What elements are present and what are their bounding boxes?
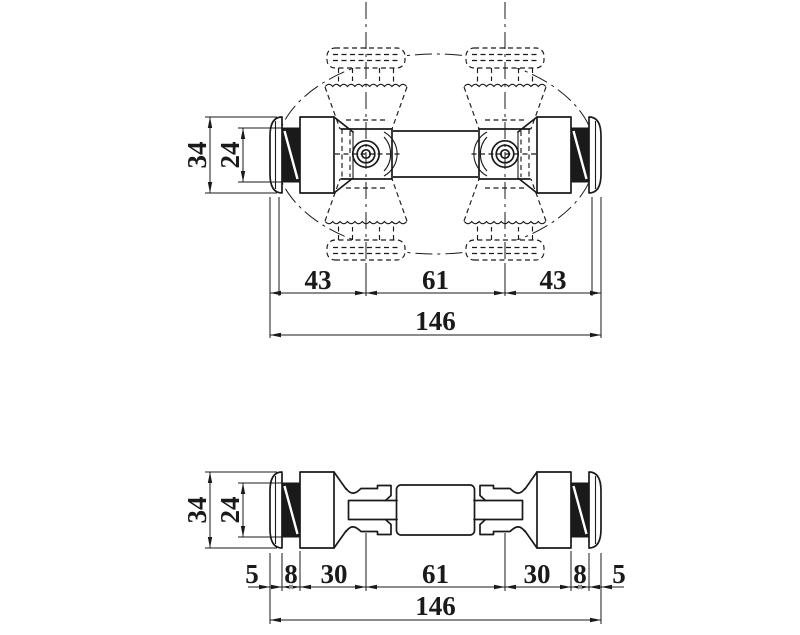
dimensions-side: 5 8 30 61 30 8 5 146 34 24	[182, 471, 626, 624]
dim-label-43-right: 43	[540, 265, 567, 295]
universal-joint-left	[334, 128, 401, 180]
dim-label-5-right: 5	[612, 559, 626, 589]
dim-label-61: 61	[422, 265, 449, 295]
center-tube	[395, 484, 476, 536]
bushing-hatch-right-side	[572, 485, 588, 535]
dim-label-5-left: 5	[245, 559, 259, 589]
dim-label-30-right: 30	[524, 559, 551, 589]
dim-label-43-left: 43	[305, 265, 332, 295]
universal-joint-right	[470, 128, 537, 180]
dim-label-146-top: 146	[415, 306, 456, 336]
bushing-hatch-right	[572, 130, 588, 180]
dim-label-8-left: 8	[284, 559, 298, 589]
dim-label-24-top: 24	[215, 142, 245, 169]
dimensions-top: 43 61 43 146 34 24	[182, 116, 602, 338]
dim-label-61-side: 61	[422, 559, 449, 589]
dim-label-30-left: 30	[321, 559, 348, 589]
side-view	[269, 471, 602, 549]
bushing-hatch-left	[283, 130, 299, 180]
dim-label-34-top: 34	[182, 142, 212, 169]
dim-label-8-right: 8	[573, 559, 587, 589]
dim-label-146-side: 146	[415, 591, 456, 621]
top-view	[269, 2, 602, 263]
dim-label-24-side: 24	[215, 497, 245, 524]
dim-label-34-side: 34	[182, 497, 212, 524]
bushing-hatch-left-side	[283, 485, 299, 535]
